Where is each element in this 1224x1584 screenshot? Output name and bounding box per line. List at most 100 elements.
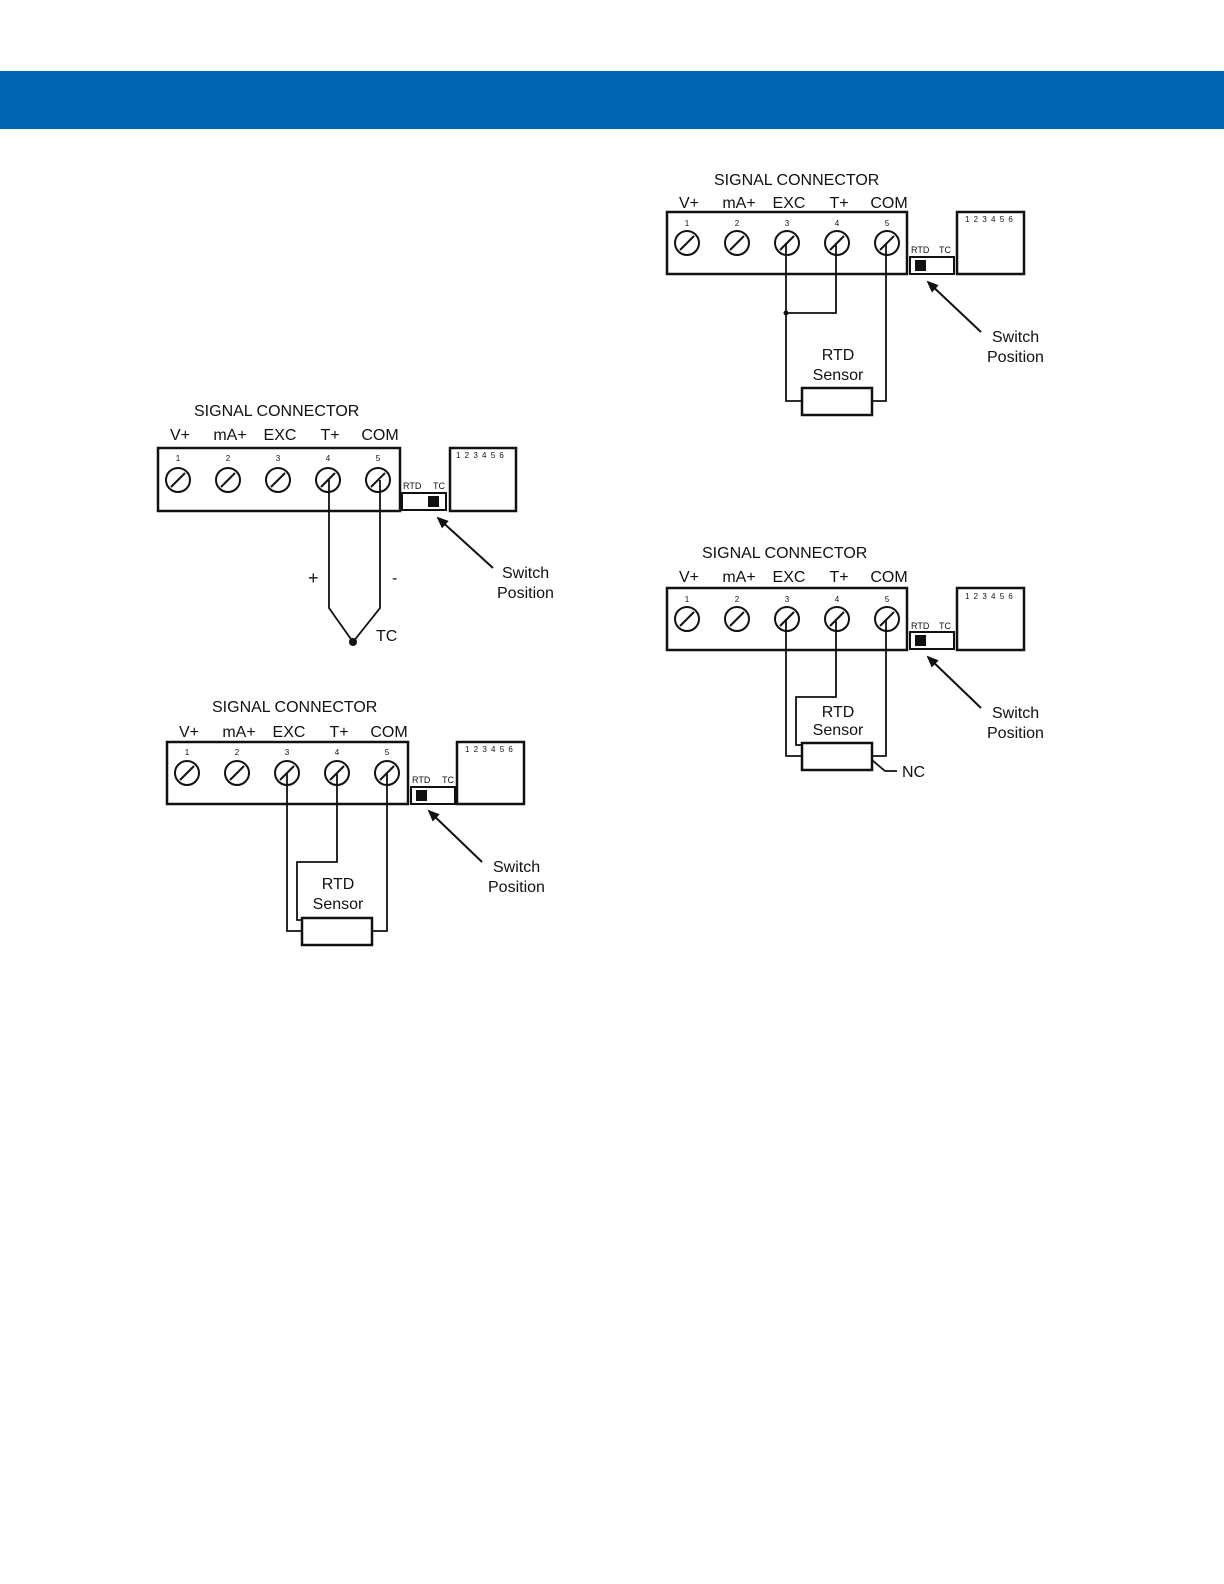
sensor-label-rtd: RTD bbox=[822, 704, 855, 721]
terminal-number-1: 1 bbox=[685, 219, 690, 228]
dip-numbers: 1 2 3 4 5 6 bbox=[965, 592, 1014, 601]
tc-plus-label: + bbox=[308, 568, 319, 588]
rtd-sensor-box bbox=[800, 386, 874, 417]
connector-title: SIGNAL CONNECTOR bbox=[702, 545, 867, 562]
terminal-label-2: mA+ bbox=[722, 569, 755, 586]
terminal-number-4: 4 bbox=[835, 595, 840, 604]
screw-slot-4 bbox=[829, 235, 845, 251]
arrow-label-switch: Switch bbox=[493, 859, 540, 876]
sensor-label-sensor: Sensor bbox=[813, 722, 864, 739]
terminal-label-4: T+ bbox=[829, 195, 848, 212]
switch-arrow bbox=[427, 809, 483, 863]
tplus-jumper bbox=[786, 243, 837, 314]
screw-slot-4 bbox=[320, 472, 336, 488]
terminal-label-3: EXC bbox=[273, 724, 306, 741]
nc-lead bbox=[871, 759, 897, 772]
terminal-number-2: 2 bbox=[735, 595, 740, 604]
terminal-number-2: 2 bbox=[235, 748, 240, 757]
terminal-number-2: 2 bbox=[226, 454, 231, 463]
tc-wires bbox=[328, 480, 381, 644]
terminal-label-4: T+ bbox=[829, 569, 848, 586]
terminal-block bbox=[156, 446, 402, 513]
exc-wire bbox=[785, 243, 802, 402]
switch-rtd-label: RTD bbox=[412, 775, 431, 785]
tplus-wire bbox=[296, 773, 338, 921]
terminal-label-1: V+ bbox=[170, 427, 190, 444]
com-wire bbox=[372, 773, 388, 932]
terminal-block bbox=[665, 586, 909, 652]
switch-rtd-label: RTD bbox=[911, 621, 930, 631]
nc-label: NC bbox=[902, 764, 925, 781]
screw-slot-4 bbox=[829, 611, 845, 627]
exc-wire bbox=[286, 773, 302, 932]
terminal-block bbox=[665, 210, 909, 276]
terminal-number-5: 5 bbox=[885, 595, 890, 604]
rtd-tc-switch[interactable] bbox=[909, 631, 955, 650]
terminal-number-3: 3 bbox=[785, 219, 790, 228]
rtd-tc-switch[interactable] bbox=[909, 256, 955, 275]
tc-label: TC bbox=[376, 628, 397, 645]
terminal-number-1: 1 bbox=[685, 595, 690, 604]
screw-slot-3 bbox=[779, 611, 795, 627]
terminal-number-5: 5 bbox=[376, 454, 381, 463]
terminal-number-5: 5 bbox=[385, 748, 390, 757]
rtd-tc-switch[interactable] bbox=[401, 492, 447, 511]
arrow-label-position: Position bbox=[987, 725, 1044, 742]
rtd-tc-switch[interactable] bbox=[410, 786, 456, 805]
arrow-label-switch: Switch bbox=[502, 565, 549, 582]
terminal-number-1: 1 bbox=[176, 454, 181, 463]
tc-minus-label: - bbox=[392, 570, 397, 587]
terminal-number-3: 3 bbox=[785, 595, 790, 604]
sensor-label-sensor: Sensor bbox=[313, 896, 364, 913]
dip-switch-block bbox=[955, 586, 1026, 652]
dip-switch-block bbox=[955, 210, 1026, 276]
switch-tc-label: TC bbox=[939, 245, 951, 255]
switch-knob bbox=[428, 496, 439, 507]
sensor-label-rtd: RTD bbox=[322, 876, 355, 893]
terminal-label-4: T+ bbox=[320, 427, 339, 444]
dip-numbers: 1 2 3 4 5 6 bbox=[965, 215, 1014, 224]
rtd-sensor-box bbox=[800, 741, 874, 772]
com-wire bbox=[872, 619, 887, 757]
terminal-label-5: COM bbox=[370, 724, 407, 741]
sensor-label-rtd: RTD bbox=[822, 347, 855, 364]
dip-switch-block bbox=[448, 446, 518, 513]
screw-slot-1 bbox=[679, 611, 695, 627]
switch-arrow bbox=[926, 655, 982, 709]
arrow-label-switch: Switch bbox=[992, 329, 1039, 346]
terminal-label-4: T+ bbox=[329, 724, 348, 741]
screw-slot-3 bbox=[779, 235, 795, 251]
terminal-label-1: V+ bbox=[179, 724, 199, 741]
dip-numbers: 1 2 3 4 5 6 bbox=[456, 451, 505, 460]
exc-wire bbox=[785, 619, 802, 757]
screw-slot-1 bbox=[170, 472, 186, 488]
switch-tc-label: TC bbox=[433, 481, 445, 491]
terminal-label-3: EXC bbox=[773, 195, 806, 212]
connector-title: SIGNAL CONNECTOR bbox=[194, 403, 359, 420]
terminal-number-5: 5 bbox=[885, 219, 890, 228]
arrow-label-position: Position bbox=[987, 349, 1044, 366]
arrow-label-position: Position bbox=[488, 879, 545, 896]
rtd-sensor-box bbox=[300, 916, 374, 947]
terminal-label-5: COM bbox=[870, 569, 907, 586]
switch-tc-label: TC bbox=[939, 621, 951, 631]
com-wire bbox=[872, 243, 887, 402]
screw-slot-5 bbox=[370, 472, 386, 488]
terminal-label-3: EXC bbox=[264, 427, 297, 444]
screw-slot-2 bbox=[220, 472, 236, 488]
arrow-label-switch: Switch bbox=[992, 705, 1039, 722]
terminal-label-3: EXC bbox=[773, 569, 806, 586]
terminal-number-4: 4 bbox=[326, 454, 331, 463]
switch-rtd-label: RTD bbox=[403, 481, 422, 491]
terminal-label-1: V+ bbox=[679, 195, 699, 212]
terminal-label-5: COM bbox=[870, 195, 907, 212]
header-bar bbox=[0, 71, 1224, 129]
terminal-label-2: mA+ bbox=[722, 195, 755, 212]
screw-slot-1 bbox=[179, 765, 195, 781]
terminal-label-2: mA+ bbox=[222, 724, 255, 741]
screw-slot-1 bbox=[679, 235, 695, 251]
dip-numbers: 1 2 3 4 5 6 bbox=[465, 745, 514, 754]
